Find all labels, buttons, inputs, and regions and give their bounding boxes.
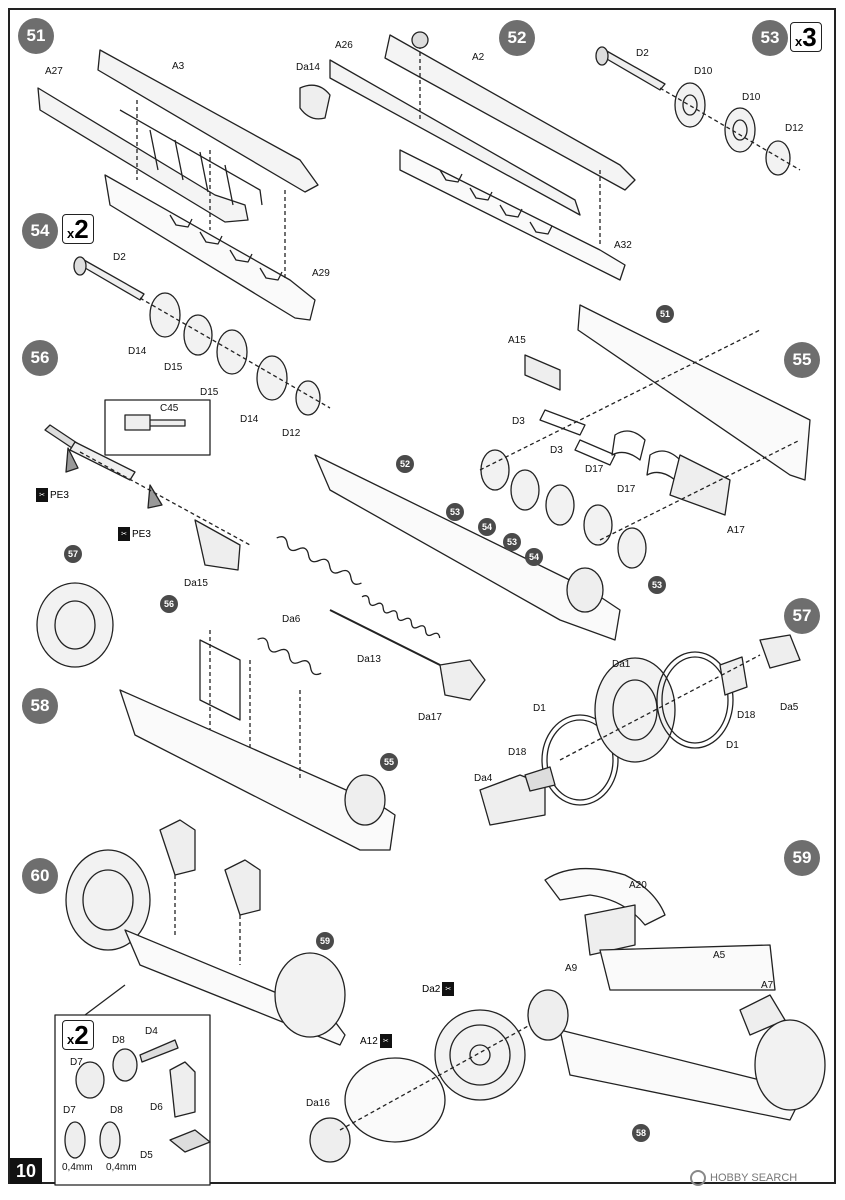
part-label: C45 — [160, 403, 179, 414]
spring-da6 — [276, 536, 362, 585]
part-label: D14 — [128, 346, 147, 357]
part-label: D15 — [164, 362, 183, 373]
part-label: A15 — [508, 335, 526, 346]
ref-step-51: 51 — [656, 305, 674, 323]
step-51-drawing — [37, 49, 319, 321]
watermark: HOBBY SEARCH — [690, 1170, 797, 1186]
part-label: D8 — [110, 1105, 123, 1116]
step-number-56: 56 — [22, 340, 58, 376]
part-label: A17 — [727, 525, 745, 536]
part-label: A26 — [335, 40, 353, 51]
ref-step-53: 53 — [648, 576, 666, 594]
step-57-drawing — [479, 634, 801, 826]
step-58-drawing — [36, 582, 396, 851]
part-label: D1 — [726, 740, 739, 751]
ref-step-55: 55 — [380, 753, 398, 771]
step-number-60: 60 — [22, 858, 58, 894]
part-label: Da5 — [780, 702, 799, 713]
part-label: A29 — [312, 268, 330, 279]
ref-step-57: 57 — [64, 545, 82, 563]
ref-step-56: 56 — [160, 595, 178, 613]
step-59-drawing — [309, 867, 826, 1163]
step-number-51: 51 — [18, 18, 54, 54]
step-number-55: 55 — [784, 342, 820, 378]
part-label: D6 — [150, 1102, 163, 1113]
part-label: D7 — [70, 1057, 83, 1068]
step-number-59: 59 — [784, 840, 820, 876]
step-60-drawing — [54, 819, 346, 1186]
ref-step-54: 54 — [478, 518, 496, 536]
part-label: D3 — [512, 416, 525, 427]
part-label: D10 — [742, 92, 761, 103]
step-52-drawing — [299, 31, 636, 281]
part-label: Da16 — [306, 1098, 330, 1109]
step-number-53: 53 — [752, 20, 788, 56]
step-number-58: 58 — [22, 688, 58, 724]
part-label: D2 — [113, 252, 126, 263]
part-label: D8 — [112, 1035, 125, 1046]
part-label: Da17 — [418, 712, 442, 723]
part-da2-label: Da2✂ — [422, 982, 456, 996]
part-label: Da15 — [184, 578, 208, 589]
part-label: A9 — [565, 963, 578, 974]
step-number-52: 52 — [499, 20, 535, 56]
photo-etch-pe3: ✂PE3 — [36, 488, 69, 502]
photo-etch-icon: ✂ — [36, 488, 48, 502]
part-label: Da1 — [612, 659, 631, 670]
part-label: D4 — [145, 1026, 158, 1037]
ref-step-59: 59 — [316, 932, 334, 950]
thickness-label: 0,4mm — [106, 1162, 137, 1173]
part-label: D2 — [636, 48, 649, 59]
photo-etch-pe3: ✂PE3 — [118, 527, 151, 541]
ref-step-58: 58 — [632, 1124, 650, 1142]
photo-etch-icon: ✂ — [118, 527, 130, 541]
part-label: D3 — [550, 445, 563, 456]
ref-step-53: 53 — [446, 503, 464, 521]
part-label: Da13 — [357, 654, 381, 665]
part-label: D7 — [63, 1105, 76, 1116]
part-label: A20 — [629, 880, 647, 891]
part-label: Da4 — [474, 773, 493, 784]
part-label: A7 — [761, 980, 774, 991]
part-label: A5 — [713, 950, 726, 961]
part-label: A32 — [614, 240, 632, 251]
part-a12-label: A12✂ — [360, 1034, 394, 1048]
photo-etch-icon: ✂ — [379, 1034, 392, 1048]
part-label: D5 — [140, 1150, 153, 1161]
part-label: D17 — [585, 464, 604, 475]
step-number-57: 57 — [784, 598, 820, 634]
step-56-drawing — [44, 399, 486, 701]
part-label: D10 — [694, 66, 713, 77]
ref-step-54: 54 — [525, 548, 543, 566]
part-label: D12 — [282, 428, 301, 439]
ref-step-52: 52 — [396, 455, 414, 473]
part-label: D15 — [200, 387, 219, 398]
thickness-label: 0,4mm — [62, 1162, 93, 1173]
step-number-54: 54 — [22, 213, 58, 249]
part-label: D18 — [508, 747, 527, 758]
part-label: A2 — [472, 52, 485, 63]
part-label: D12 — [785, 123, 804, 134]
page-number: 10 — [10, 1158, 42, 1184]
part-label: D14 — [240, 414, 259, 425]
step-53-drawing — [595, 46, 801, 176]
photo-etch-icon: ✂ — [442, 982, 455, 996]
page-frame — [8, 8, 836, 1184]
part-label: A27 — [45, 66, 63, 77]
part-label: Da6 — [282, 614, 301, 625]
part-label: D17 — [617, 484, 636, 495]
hobby-search-logo-icon — [690, 1170, 706, 1186]
step-54-drawing — [73, 256, 331, 416]
part-label: D18 — [737, 710, 756, 721]
part-label: A3 — [172, 61, 185, 72]
part-label: D1 — [533, 703, 546, 714]
ref-step-53: 53 — [503, 533, 521, 551]
step-55-drawing — [314, 304, 811, 641]
part-label: Da14 — [296, 62, 320, 73]
